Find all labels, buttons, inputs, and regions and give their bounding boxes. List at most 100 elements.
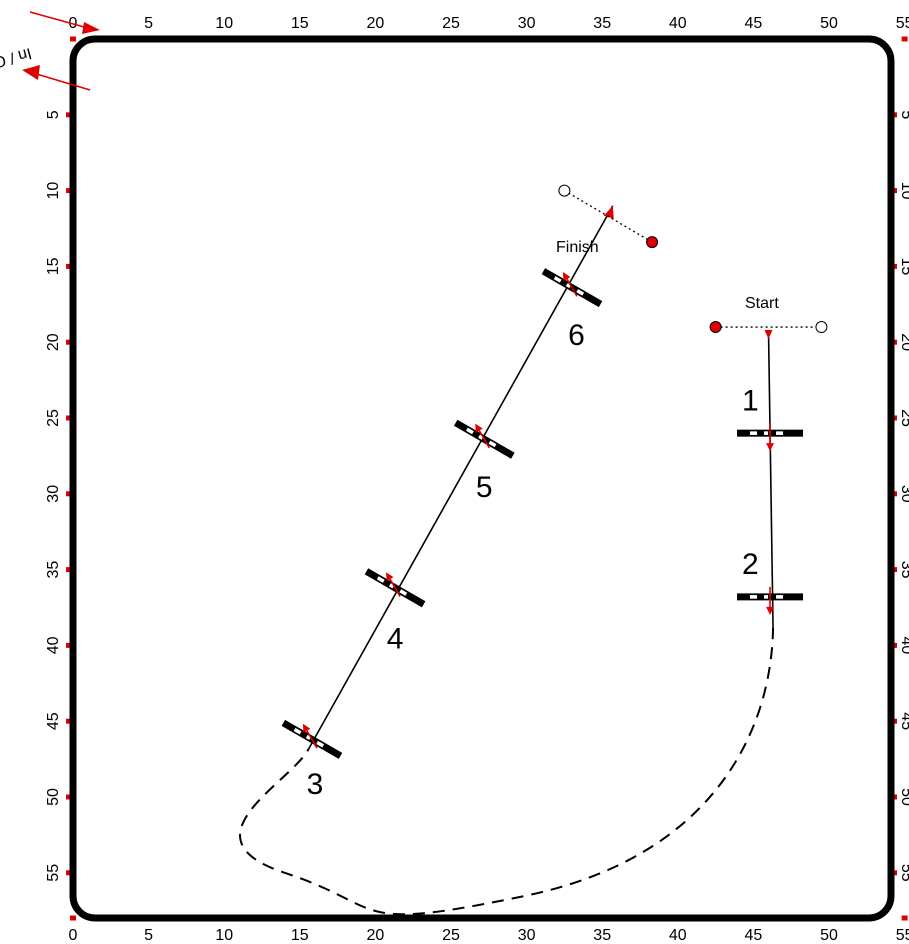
y-tick-label-left: 40 [45,636,62,654]
direction-arrow-icon [766,423,775,452]
gate-number-label: 1 [742,384,759,417]
y-tick-label-left: 50 [45,788,62,806]
x-tick-label-bottom: 30 [518,927,536,944]
course-path-dashed [239,627,775,916]
x-tick-label-top: 10 [215,15,233,32]
x-tick-label-top: 50 [820,15,838,32]
arrow-shaft [564,275,578,297]
gate-panel [293,727,302,735]
gate-6 [541,268,603,308]
out-arrow-head [22,65,40,80]
y-tick-label-left: 55 [45,864,62,882]
start-red-buoy [709,321,722,334]
corner-marker: In / Out [0,11,100,91]
paths-layer [239,205,775,916]
arrow-head [386,572,394,582]
arrow-head [562,272,571,281]
finish-red-buoy [646,236,659,249]
x-tick-label-bottom: 5 [144,927,153,944]
y-tick-label-right: 10 [898,182,909,200]
x-tick-label-bottom: 10 [215,927,233,944]
finish-label: Finish [556,239,599,256]
y-tick-label-left: 30 [45,485,62,503]
gate-panel [466,427,474,435]
x-tick-label-bottom: 35 [593,927,611,944]
y-tick-label-right: 5 [898,110,909,119]
course-path-solid [308,205,614,749]
y-tick-label-left: 25 [45,409,62,427]
gate-panel [764,431,769,435]
gate-4 [364,568,426,608]
x-tick-label-bottom: 0 [69,927,78,944]
x-tick-label-top: 25 [442,15,460,32]
start-white-buoy [815,321,828,334]
gate-panel [750,595,758,599]
course-path-solid [767,331,774,628]
x-tick-label-top: 45 [745,15,763,32]
start-finish-layer [558,184,828,340]
gate-panel [553,276,562,283]
gate-panel [488,440,497,448]
y-tick-label-right: 35 [898,561,909,579]
arrow-head [475,423,483,433]
direction-arrow-icon [302,723,318,749]
gate-number-label: 3 [307,768,324,801]
y-tick-label-right: 50 [898,788,909,806]
x-tick-label-bottom: 50 [820,927,838,944]
in-arrow-head [82,22,100,34]
arrow-shaft [476,426,490,449]
gate-panel [776,431,784,435]
x-tick-label-top: 40 [669,15,687,32]
y-tick-label-right: 40 [898,637,909,655]
x-tick-label-top: 55 [896,15,909,32]
gate-panel [776,595,784,599]
x-tick-label-bottom: 20 [367,927,385,944]
y-tick-label-right: 30 [898,485,909,503]
y-tick-label-left: 35 [45,561,62,579]
y-tick-label-right: 45 [898,712,909,730]
y-tick-label-left: 45 [45,712,62,730]
out-arrow-line [29,71,91,91]
finish-line [564,190,653,243]
x-tick-label-top: 5 [144,15,153,32]
gate-panel [376,576,385,583]
direction-arrow-icon [475,423,490,449]
x-tick-label-bottom: 25 [442,927,460,944]
direction-arrow-icon [386,572,401,597]
x-tick-label-bottom: 55 [896,927,909,944]
y-tick-label-left: 15 [45,257,62,275]
y-tick-label-right: 20 [898,333,909,351]
start-label: Start [745,295,779,312]
gate-number-label: 2 [742,548,759,581]
gate-number-label: 5 [476,471,493,504]
direction-arrow-icon [766,586,775,615]
y-tick-label-left: 20 [45,333,62,351]
gate-3 [281,719,343,759]
gate-panel [750,431,758,435]
y-tick-label-right: 55 [898,864,909,882]
gate-panel [764,595,769,599]
start-arrow-icon [764,330,773,340]
gate-panel [316,740,325,748]
y-tick-label-right: 25 [898,409,909,427]
direction-arrow-icon [562,272,578,297]
gate-panel [399,589,408,596]
x-tick-label-top: 30 [518,15,536,32]
gates-layer: 1 2 3 4 5 6 [281,268,804,801]
finish-arrow-icon [603,205,614,219]
x-tick-label-top: 35 [593,15,611,32]
gate-number-label: 6 [568,319,585,352]
x-tick-label-bottom: 45 [745,927,763,944]
y-tick-label-left: 10 [45,182,62,200]
gate-1 [737,423,804,452]
arrow-head [302,723,311,733]
gate-5 [453,419,515,459]
x-tick-label-bottom: 40 [669,927,687,944]
course-border [69,35,895,922]
x-tick-label-top: 15 [291,15,309,32]
gate-number-label: 4 [387,622,404,655]
gate-2 [737,586,804,615]
x-tick-label-bottom: 15 [291,927,309,944]
y-tick-label-left: 5 [45,110,62,119]
